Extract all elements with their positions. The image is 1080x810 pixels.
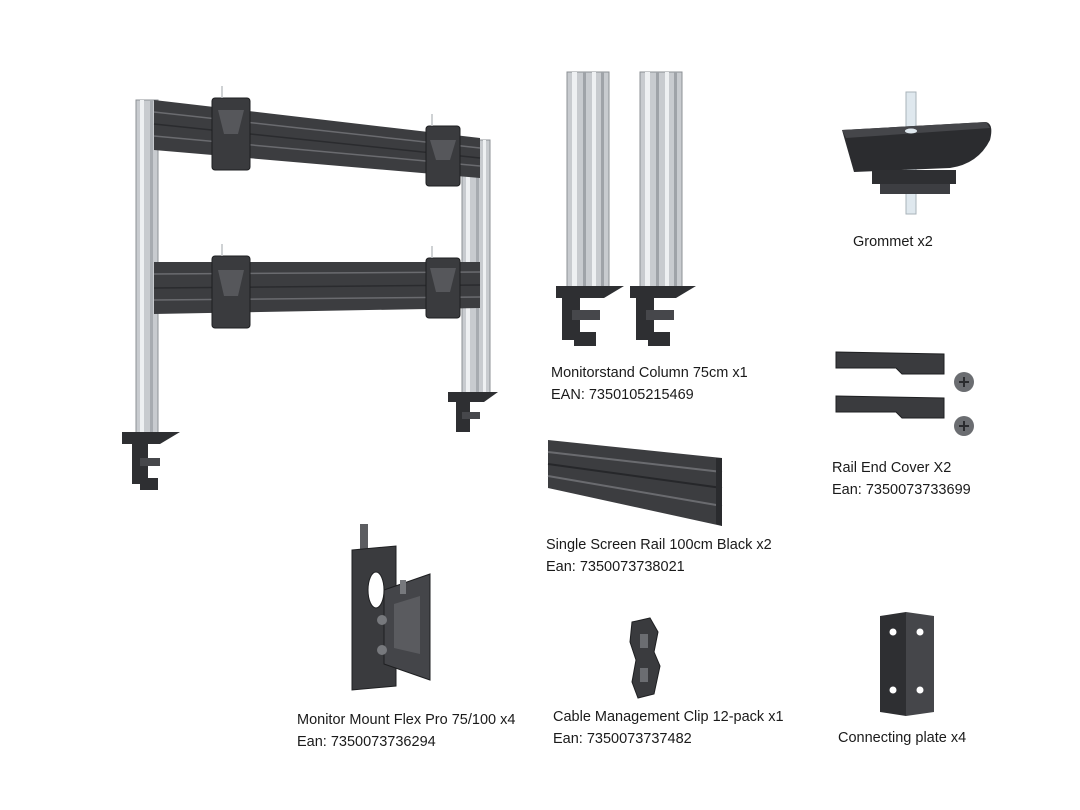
single-screen-rail-label: Single Screen Rail 100cm Black x2 Ean: 7… — [546, 534, 772, 578]
item-ean: Ean: 7350073736294 — [297, 734, 436, 750]
monitor-mount-label: Monitor Mount Flex Pro 75/100 x4 Ean: 73… — [297, 709, 515, 753]
monitorstand-column-label: Monitorstand Column 75cm x1 EAN: 7350105… — [551, 362, 748, 406]
item-name: Connecting plate x4 — [838, 730, 967, 746]
cable-clip-label: Cable Management Clip 12-pack x1 Ean: 73… — [553, 706, 784, 750]
item-ean: EAN: 7350105215469 — [551, 387, 694, 403]
item-name: Monitor Mount Flex Pro 75/100 x4 — [297, 712, 516, 728]
grommet-label: Grommet x2 — [853, 231, 933, 253]
item-name: Cable Management Clip 12-pack x1 — [553, 709, 784, 725]
item-ean: Ean: 7350073737482 — [553, 731, 692, 747]
item-name: Single Screen Rail 100cm Black x2 — [546, 537, 772, 553]
item-ean: Ean: 7350073738021 — [546, 559, 685, 575]
item-ean: Ean: 7350073733699 — [832, 482, 971, 498]
item-name: Rail End Cover X2 — [832, 460, 952, 476]
item-name: Monitorstand Column 75cm x1 — [551, 365, 748, 381]
rail-end-cover-label: Rail End Cover X2 Ean: 7350073733699 — [832, 457, 971, 501]
connecting-plate-label: Connecting plate x4 — [838, 727, 966, 749]
item-name: Grommet x2 — [853, 234, 933, 250]
